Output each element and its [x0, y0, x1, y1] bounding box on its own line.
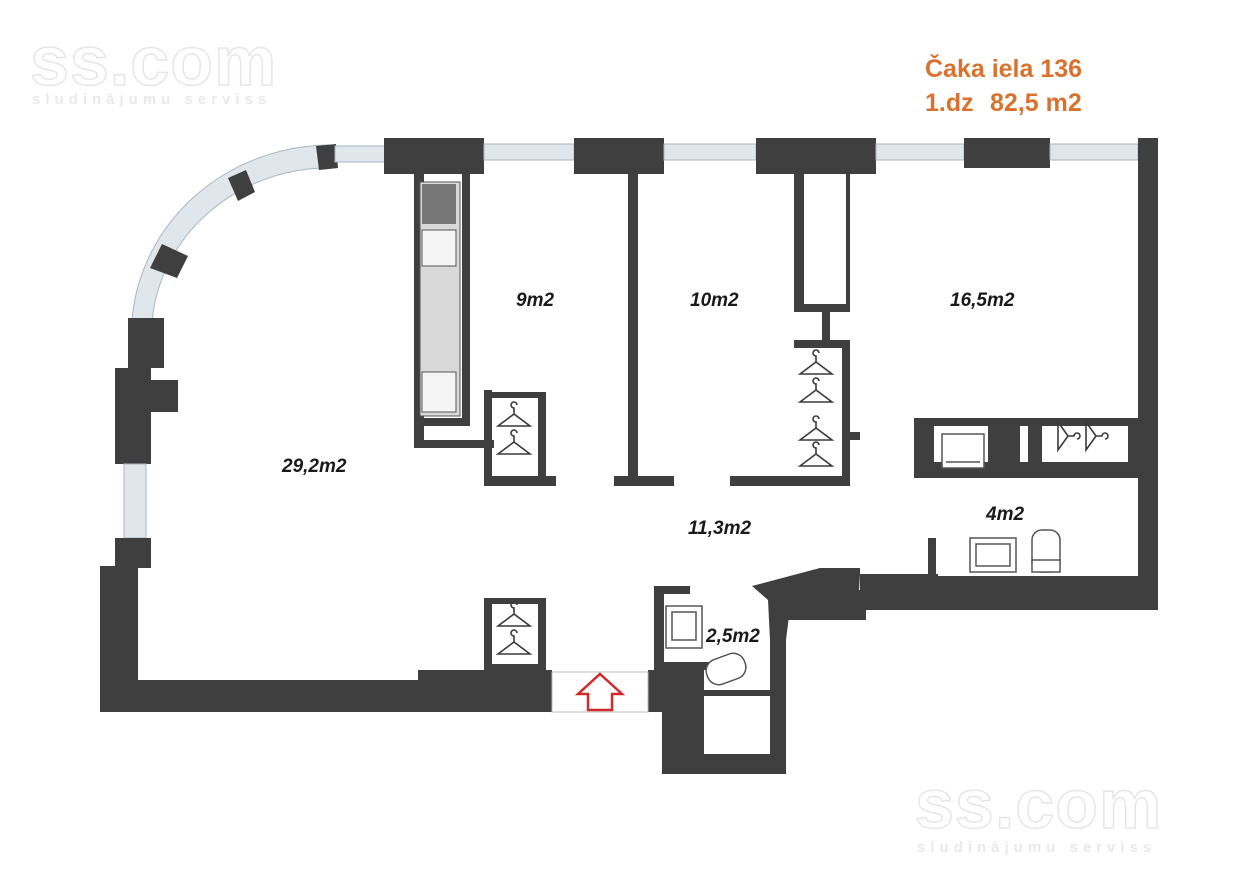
- window: [483, 143, 575, 161]
- wall-bottom-right: [786, 590, 866, 620]
- wall-partition: [628, 172, 638, 484]
- window: [334, 145, 386, 163]
- wall-partition: [484, 390, 492, 486]
- wall-partition: [928, 538, 936, 578]
- wall-partition: [846, 172, 850, 312]
- arc-pillar: [150, 244, 188, 278]
- bathroom-fixtures: [665, 433, 1061, 686]
- wall-partition: [914, 418, 1140, 426]
- stove: [421, 229, 457, 267]
- wall-partition: [822, 304, 830, 344]
- wall-partition: [484, 664, 546, 672]
- window: [875, 143, 965, 161]
- wall-top: [964, 138, 1050, 168]
- wall-partition: [614, 476, 674, 486]
- room-area-bedroom-small: 9m2: [516, 290, 554, 311]
- toilet-icon: [705, 652, 747, 686]
- hanger-icon: [797, 415, 835, 441]
- toilet-tank: [1031, 559, 1061, 573]
- wall-wc: [660, 662, 710, 670]
- wall-partition: [462, 172, 470, 418]
- wall-top: [574, 138, 664, 174]
- watermark-brand: ss.com: [915, 765, 1162, 843]
- room-labels: 29,2m2 9m2 10m2 16,5m2 11,3m2 4m2 2,5m2: [281, 290, 1024, 647]
- wall-partition: [1128, 418, 1138, 478]
- wall-partition: [484, 392, 540, 398]
- wall-partition: [988, 418, 1020, 468]
- watermark-bottom: ss.com sludinājumu serviss: [914, 764, 1162, 856]
- wall-wc: [654, 586, 664, 672]
- watermark-tagline: sludinājumu serviss: [917, 839, 1156, 856]
- plan-title: Čaka iela 136 1.dz 82,5 m2: [925, 53, 1082, 117]
- shower-icon: [941, 433, 985, 469]
- window: [1049, 143, 1139, 161]
- wall-left: [150, 380, 178, 412]
- wall-wc: [700, 690, 772, 696]
- arc-pillar: [316, 144, 338, 170]
- room-area-hallway: 11,3m2: [688, 518, 751, 539]
- floor-label: 1.dz: [925, 89, 974, 117]
- hanger-icon: [495, 401, 533, 427]
- arc-pillar: [228, 170, 255, 201]
- wall-partition: [484, 476, 556, 486]
- entrance: [551, 671, 649, 713]
- wall-left: [115, 368, 151, 464]
- room-area-living: 29,2m2: [281, 456, 347, 477]
- room-area-wc: 2,5m2: [705, 626, 760, 647]
- kitchen-counter: [419, 181, 461, 417]
- total-area-label: 82,5 m2: [990, 89, 1082, 117]
- hanger-icon: [797, 349, 835, 375]
- sink-basin: [975, 543, 1011, 567]
- sink-basin: [671, 611, 697, 641]
- wall-bottom: [770, 640, 786, 774]
- wall-partition: [842, 340, 850, 486]
- room-area-bedroom-middle: 10m2: [690, 290, 739, 311]
- wall-partition: [794, 340, 850, 348]
- entrance-arrow-icon: [574, 672, 626, 712]
- wall-partition: [794, 172, 804, 312]
- wall-partition: [414, 440, 494, 448]
- walls: [100, 138, 1158, 774]
- hanger-icon: [1085, 419, 1109, 453]
- wall-top: [756, 138, 876, 174]
- wall-partition: [484, 598, 544, 604]
- watermark-tagline: sludinājumu serviss: [32, 91, 271, 108]
- wall-partition: [730, 476, 850, 486]
- watermark-top: ss.com sludinājumu serviss: [29, 21, 277, 108]
- wall-right: [1138, 138, 1158, 608]
- hanger-icon: [1057, 419, 1081, 453]
- wall-left: [128, 318, 164, 368]
- wall-top: [384, 138, 484, 174]
- sink-icon: [421, 371, 457, 413]
- hanger-icon: [495, 601, 533, 627]
- wall-left: [115, 538, 151, 568]
- room-area-bathroom: 4m2: [985, 504, 1024, 525]
- window: [663, 143, 757, 161]
- wall-partition: [1028, 418, 1042, 470]
- wardrobes: [495, 349, 1109, 655]
- curved-wall: [131, 144, 336, 323]
- wall-partition: [484, 598, 492, 678]
- hanger-icon: [797, 441, 835, 467]
- wall-wc: [654, 586, 690, 594]
- hanger-icon: [797, 377, 835, 403]
- fridge: [422, 184, 456, 224]
- wall-partition: [538, 598, 546, 678]
- address-label: Čaka iela 136: [925, 53, 1082, 83]
- wall-partition: [414, 418, 470, 426]
- wall-bottom: [662, 754, 786, 774]
- hanger-icon: [495, 629, 533, 655]
- window: [123, 463, 147, 539]
- wall-kitchen: [414, 172, 424, 442]
- room-area-bedroom-large: 16,5m2: [950, 290, 1015, 311]
- watermark-brand: ss.com: [30, 22, 277, 100]
- wall-partition: [842, 432, 860, 440]
- wall-bottom-right: [860, 576, 1158, 610]
- wall-partition: [538, 392, 546, 484]
- hanger-icon: [495, 429, 533, 455]
